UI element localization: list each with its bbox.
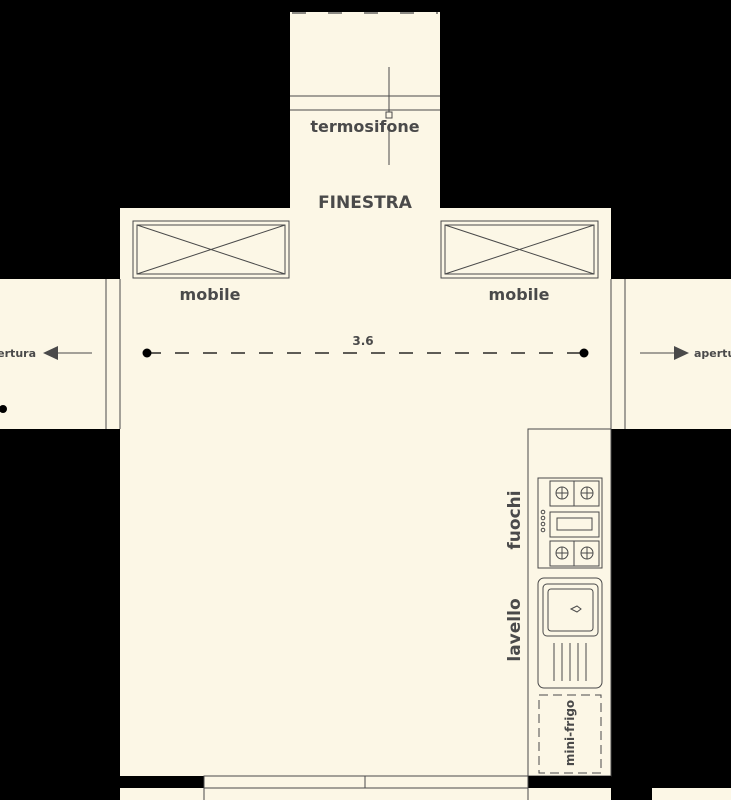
sink-label: lavello	[505, 598, 525, 661]
stove-label: fuochi	[505, 490, 525, 549]
opening-left-label: apertura	[0, 347, 36, 360]
minifridge-label: mini-frigo	[563, 700, 577, 766]
cabinet-left	[132, 220, 290, 279]
radiator-label: termosifone	[310, 117, 419, 136]
arrow-right-icon	[674, 346, 689, 360]
opening-jambs	[105, 279, 626, 429]
cabinet-right-label: mobile	[489, 285, 550, 304]
marker-dot	[0, 405, 7, 413]
sink-icon	[537, 577, 603, 689]
radiator	[290, 67, 440, 165]
minifridge-outline	[538, 694, 602, 774]
cabinet-right	[440, 220, 599, 279]
floor-area	[0, 12, 731, 800]
dimension-endpoint-left	[142, 348, 152, 358]
dimension-endpoint-right	[579, 348, 589, 358]
opening-right-label: apertura	[694, 347, 731, 360]
dimension-value: 3.6	[352, 334, 373, 348]
arrow-left-icon	[43, 346, 58, 360]
four-burner-hob-icon	[537, 477, 603, 569]
window-label: FINESTRA	[318, 193, 413, 213]
cabinet-left-label: mobile	[180, 285, 241, 304]
bottom-wall	[120, 775, 611, 800]
